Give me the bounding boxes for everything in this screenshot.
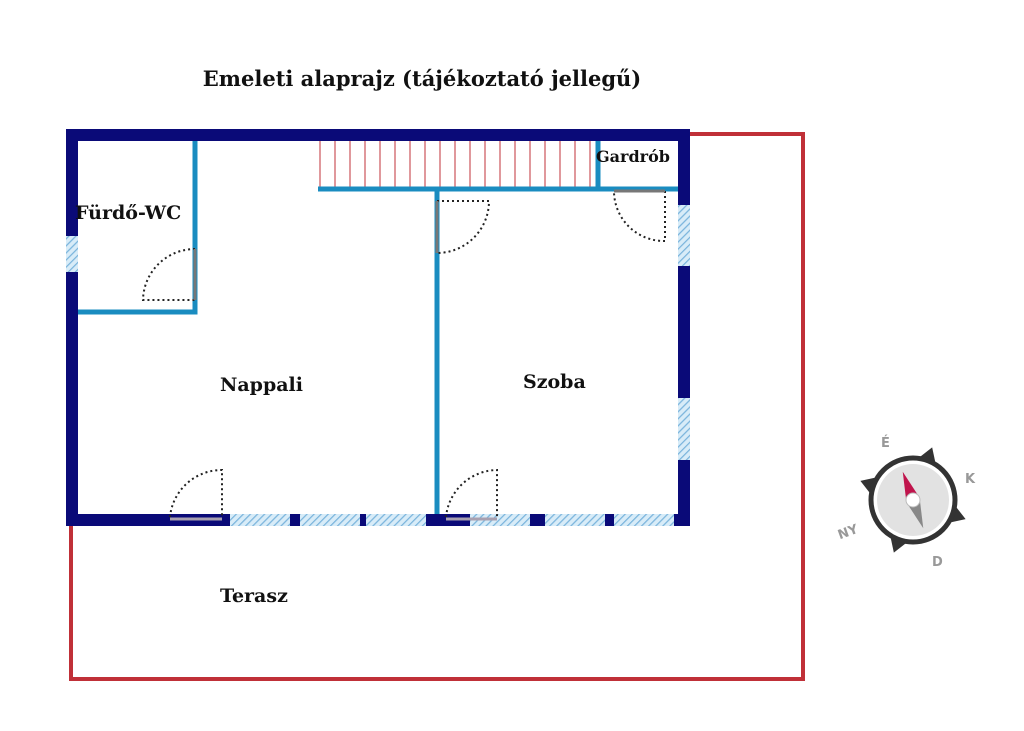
room-label-bathroom: Fürdő-WC <box>75 202 181 224</box>
room-label-room: Szoba <box>523 371 586 393</box>
compass-west: NY <box>836 522 861 543</box>
compass-south: D <box>932 555 943 570</box>
compass-icon <box>860 447 966 553</box>
room-label-wardrobe: Gardrób <box>596 147 670 166</box>
door-leaves <box>170 189 665 521</box>
compass-north: É <box>881 435 890 451</box>
room-label-living: Nappali <box>220 374 303 396</box>
windows <box>66 205 690 526</box>
exterior-wall <box>66 129 690 526</box>
compass-east: K <box>965 472 976 487</box>
plan-title: Emeleti alaprajz (tájékoztató jellegű) <box>202 66 642 91</box>
staircase <box>319 141 591 188</box>
room-label-terrace: Terasz <box>220 585 288 607</box>
interior-walls <box>78 141 678 514</box>
doors <box>141 190 666 518</box>
